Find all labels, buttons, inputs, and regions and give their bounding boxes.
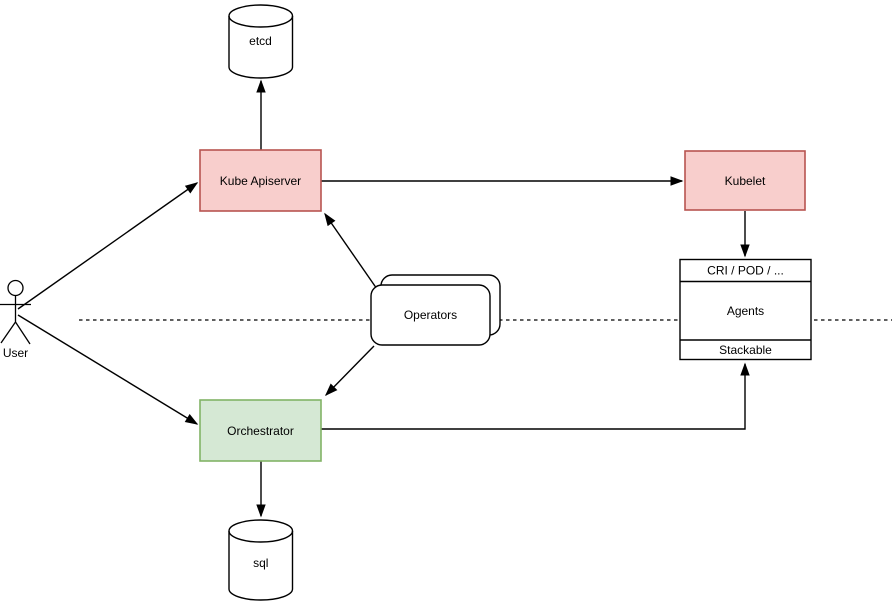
etcd-cylinder-body <box>228 4 294 79</box>
kube-apiserver-label: Kube Apiserver <box>220 174 301 188</box>
user-actor-icon <box>7 279 24 297</box>
etcd-node: etcd <box>228 4 294 79</box>
operators-box-front <box>370 284 491 346</box>
etcd-label: etcd <box>249 34 272 48</box>
etcd-cylinder-top-arc <box>228 15 294 28</box>
edge-orchestrator-to-stackable <box>321 362 750 430</box>
user-label: User <box>3 346 28 360</box>
orchestrator-node: Orchestrator <box>199 399 322 462</box>
agents-stack-header-label: CRI / POD / ... <box>707 264 784 278</box>
kubelet-box <box>684 150 806 211</box>
sql-label: sql <box>253 556 268 570</box>
agents-stack-body-label: Agents <box>727 304 764 318</box>
edge-operators-to-apiserver <box>324 212 378 290</box>
sql-node: sql <box>228 519 294 601</box>
edge-user-to-apiserver <box>17 182 199 310</box>
sql-cylinder-top-arc <box>228 530 294 543</box>
user-actor: User <box>0 279 31 360</box>
agents-stack-dividers <box>680 280 811 341</box>
kube-apiserver-node: Kube Apiserver <box>199 149 322 212</box>
kube-apiserver-box <box>199 149 322 212</box>
user-actor-body <box>0 295 31 345</box>
kubelet-label: Kubelet <box>725 174 766 188</box>
operators-node: Operators <box>370 274 501 346</box>
kubelet-node: Kubelet <box>684 150 806 211</box>
edge-operators-to-orchestrator <box>324 345 375 397</box>
agents-stack-node: CRI / POD / ... Agents Stackable <box>679 258 812 361</box>
agents-stack-footer-label: Stackable <box>719 343 772 357</box>
operators-label: Operators <box>404 308 457 322</box>
edges-layer <box>17 79 750 518</box>
agents-stack-box <box>679 258 812 361</box>
orchestrator-box <box>199 399 322 462</box>
orchestrator-label: Orchestrator <box>227 424 294 438</box>
edge-user-to-orchestrator <box>17 314 199 425</box>
